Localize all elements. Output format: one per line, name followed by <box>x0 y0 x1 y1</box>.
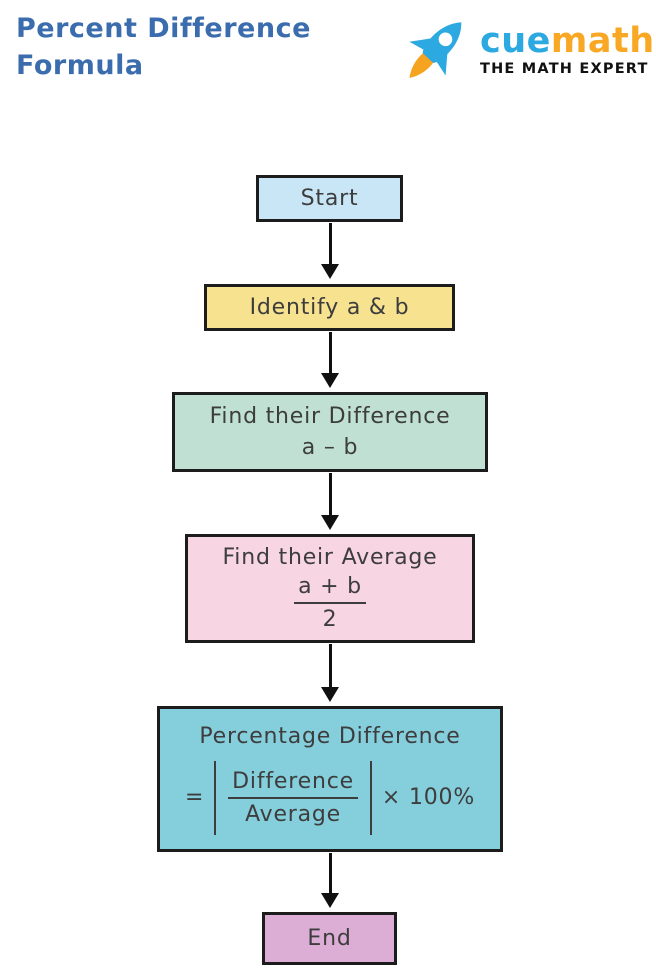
flow-node-start-label: Start <box>300 186 359 211</box>
logo-text: cuemath THE MATH EXPERT <box>480 23 655 77</box>
arrow-shaft <box>328 473 332 515</box>
average-fraction: a + b 2 <box>294 574 366 632</box>
arrow-head-icon <box>321 893 339 908</box>
page-title-line2: Formula <box>16 50 144 81</box>
flow-node-average-label: Find their Average <box>222 545 438 570</box>
percentage-fraction-numerator: Difference <box>228 769 358 799</box>
flow-node-difference-label: Find their Difference <box>209 404 451 429</box>
arrow-head-icon <box>321 373 339 388</box>
flow-node-start: Start <box>256 175 403 222</box>
flow-arrow-4 <box>321 644 339 702</box>
page-title-line1: Percent Difference <box>16 13 311 44</box>
percentage-fraction-denominator: Average <box>245 801 342 827</box>
percentage-formula: = Difference Average × 100% <box>184 760 476 835</box>
flow-arrow-5 <box>321 853 339 908</box>
arrow-head-icon <box>321 264 339 279</box>
arrow-shaft <box>328 332 332 373</box>
arrow-shaft <box>328 853 332 893</box>
flow-node-end: End <box>262 912 397 965</box>
flow-node-percentage: Percentage Difference = Difference Avera… <box>157 706 503 852</box>
formula-absolute-value: Difference Average <box>214 760 372 835</box>
brand-tagline: THE MATH EXPERT <box>480 61 649 77</box>
flow-node-identify-label: Identify a & b <box>249 295 410 320</box>
flow-arrow-1 <box>321 223 339 279</box>
flow-node-identify: Identify a & b <box>204 284 455 331</box>
rocket-icon <box>394 8 474 92</box>
flow-node-end-label: End <box>307 926 352 951</box>
cuemath-logo: cuemath THE MATH EXPERT <box>394 8 654 92</box>
formula-equals: = <box>184 785 205 810</box>
arrow-shaft <box>328 644 332 687</box>
arrow-shaft <box>328 223 332 264</box>
page-title: Percent Difference Formula <box>16 10 311 84</box>
brand-name: cuemath <box>480 23 655 59</box>
flow-arrow-3 <box>321 473 339 530</box>
flow-arrow-2 <box>321 332 339 388</box>
brand-cue: cue <box>480 21 551 61</box>
flow-node-difference: Find their Difference a – b <box>172 392 488 472</box>
flow-node-average: Find their Average a + b 2 <box>185 534 475 643</box>
brand-math: math <box>550 21 655 61</box>
average-fraction-denominator: 2 <box>322 607 338 632</box>
formula-multiplier: × 100% <box>381 785 476 810</box>
percentage-fraction: Difference Average <box>228 769 358 827</box>
flow-node-percentage-label: Percentage Difference <box>199 723 461 749</box>
arrow-head-icon <box>321 687 339 702</box>
flow-node-difference-formula: a – b <box>301 435 359 460</box>
arrow-head-icon <box>321 515 339 530</box>
average-fraction-numerator: a + b <box>294 574 366 604</box>
